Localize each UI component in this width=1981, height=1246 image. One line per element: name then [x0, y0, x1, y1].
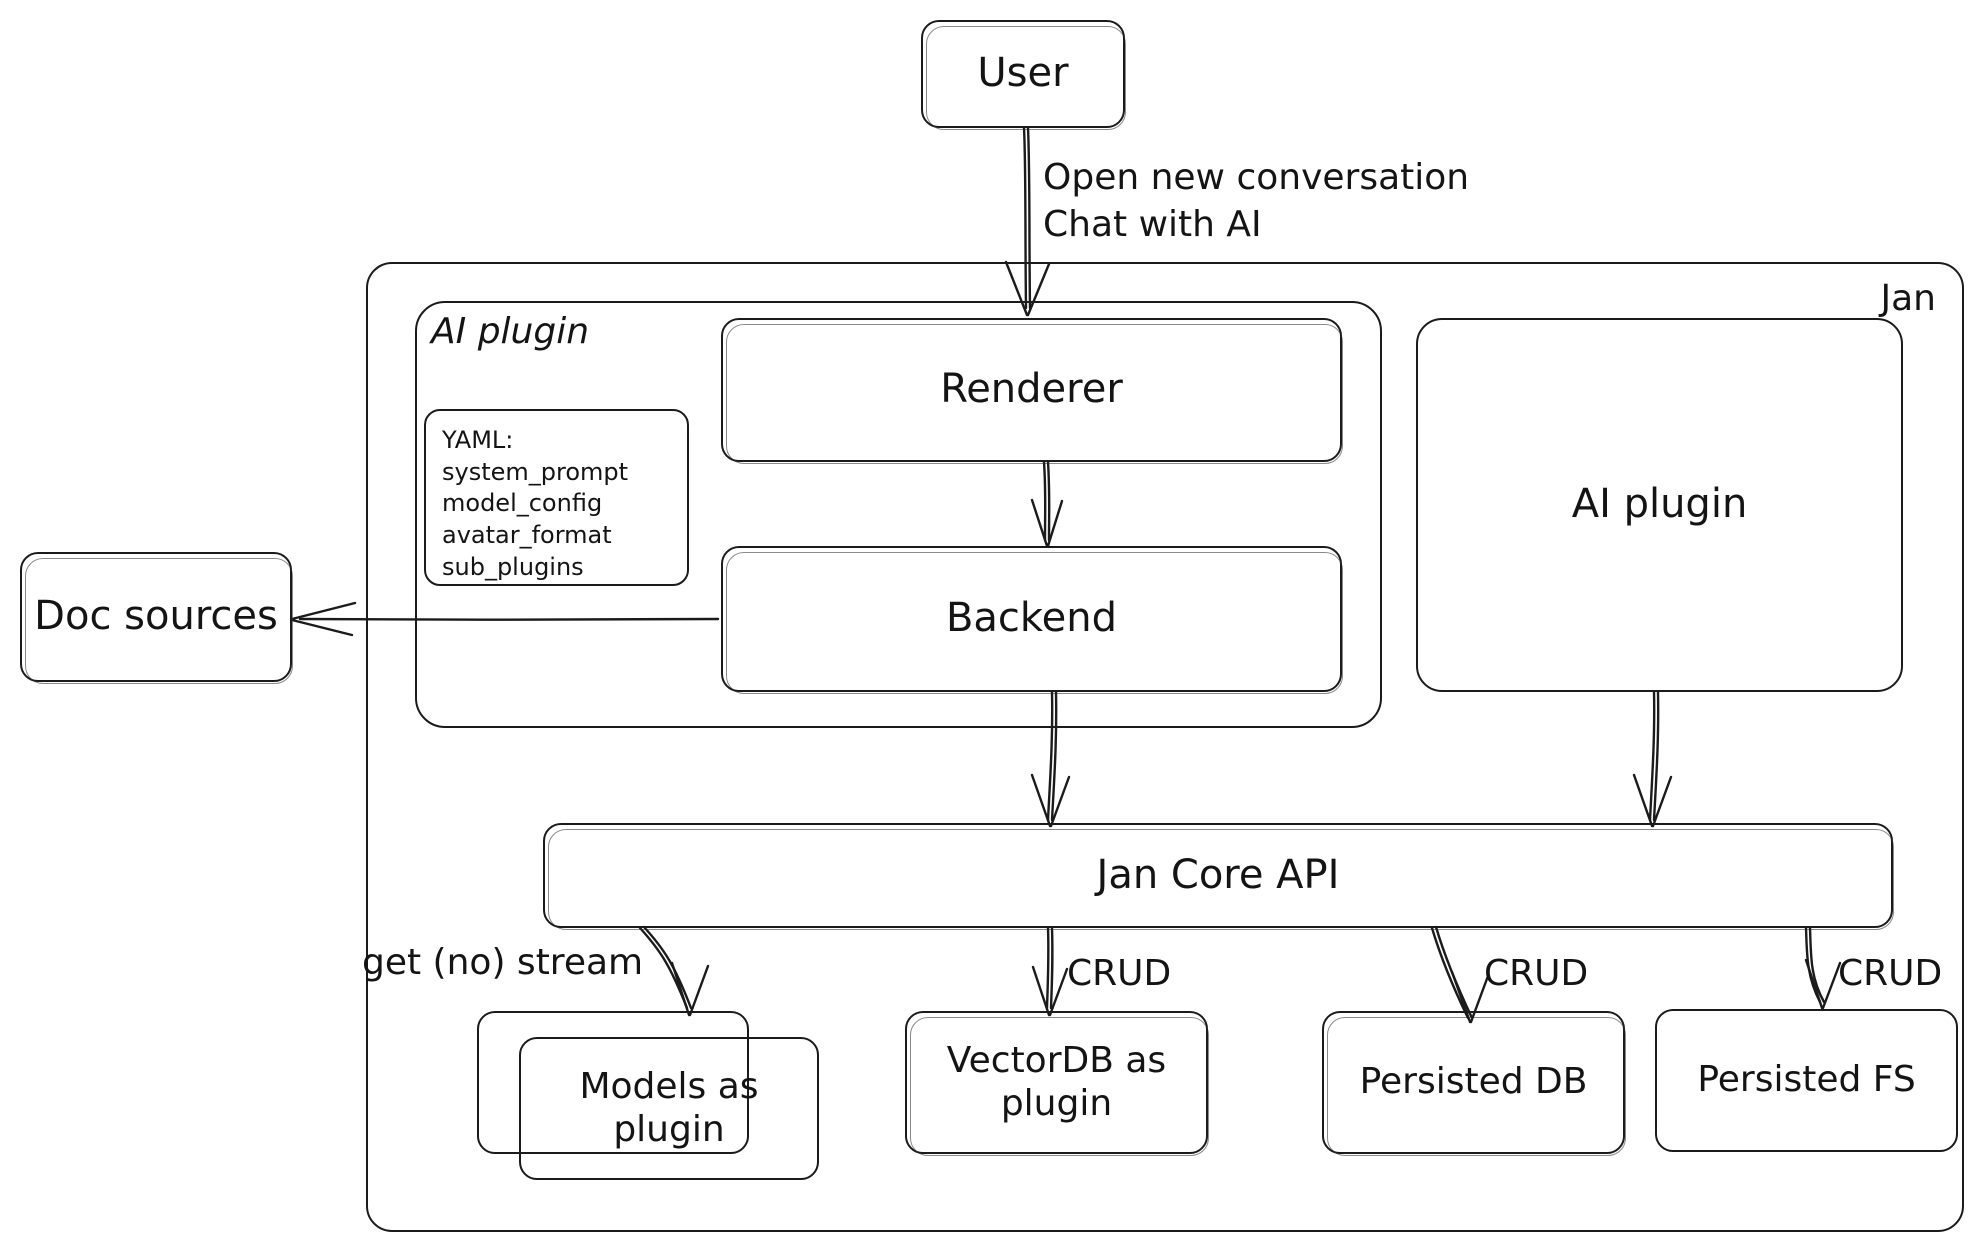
group-ai-plugin: AI plugin: [415, 301, 1382, 728]
node-vectordb-as-plugin[interactable]: VectorDB as plugin: [905, 1011, 1209, 1156]
edge-label-crud-persisted-fs: CRUD: [1838, 953, 1943, 994]
edge-label-user-renderer: Open new conversation Chat with AI: [1043, 157, 1470, 245]
group-jan-label: Jan: [1880, 278, 1937, 319]
node-jan-core-api[interactable]: Jan Core API: [543, 823, 1894, 930]
group-jan: Jan: [366, 262, 1964, 1232]
yaml-config-card: YAML: system_prompt model_config avatar_…: [424, 409, 689, 586]
edge-label-crud-vectordb: CRUD: [1067, 953, 1172, 994]
node-persisted-db[interactable]: Persisted DB: [1322, 1011, 1626, 1156]
node-ai-plugin-right[interactable]: AI plugin: [1416, 318, 1903, 692]
node-models-as-plugin[interactable]: Models as plugin: [519, 1037, 819, 1180]
node-doc-sources[interactable]: Doc sources: [20, 552, 293, 684]
node-persisted-fs[interactable]: Persisted FS: [1655, 1009, 1958, 1152]
arrowhead-backend-docsources: [290, 601, 357, 621]
edge-label-crud-persisted-db: CRUD: [1484, 953, 1589, 994]
node-user[interactable]: User: [921, 20, 1126, 130]
node-renderer[interactable]: Renderer: [721, 318, 1343, 464]
node-backend[interactable]: Backend: [721, 546, 1343, 694]
group-ai-plugin-label: AI plugin: [431, 311, 590, 352]
node-models-as-plugin-backplate: [477, 1011, 749, 1154]
edge-label-get-no-stream: get (no) stream: [362, 942, 644, 983]
